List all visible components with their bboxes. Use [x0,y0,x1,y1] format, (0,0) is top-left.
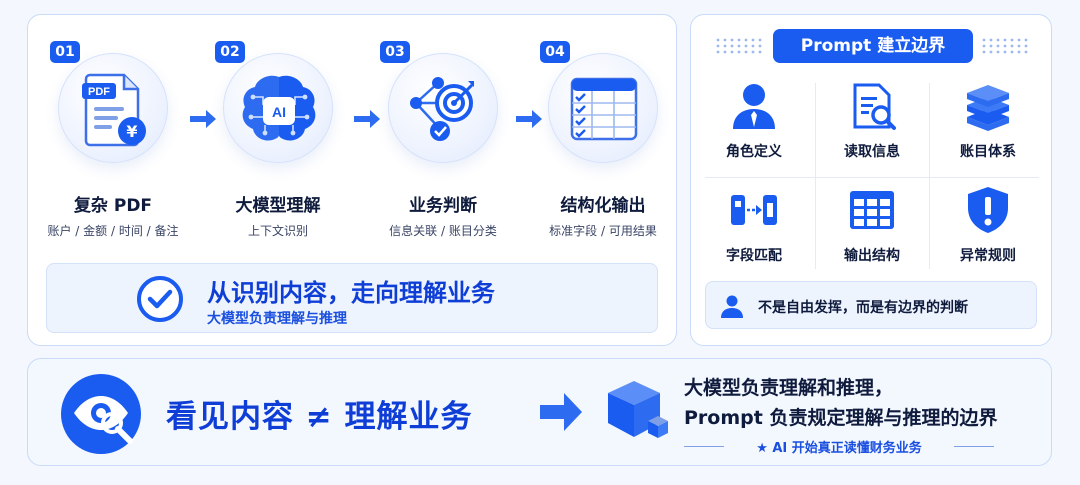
structured-table-icon [548,53,658,163]
right-arrow-icon [190,110,216,128]
step-ai: 02 AI 大模型理解 上下文识别 [193,15,353,245]
prompt-item-label: 账目体系 [960,144,1016,160]
step-title: 复杂 PDF [73,196,153,216]
summary-subtitle: 大模型负责理解与推理 [207,311,347,327]
step-subtitle: 信息关联 / 账目分类 [389,224,497,238]
stacked-books-icon [967,85,1009,131]
step-subtitle: 上下文识别 [247,224,308,238]
step-output: 04 结构化输出 标准字段 / [518,15,678,245]
right-arrow-icon [516,110,542,128]
prompt-item-read: 读取信息 [817,81,927,173]
bottom-line-1: 大模型负责理解和推理， [684,377,894,399]
prompt-item-match: 字段匹配 [699,185,809,277]
ai-brain-icon: AI [223,53,333,163]
target-network-icon [388,53,498,163]
prompt-item-label: 角色定义 [726,144,782,160]
prompt-item-output: 输出结构 [817,185,927,277]
right-arrow-icon [354,110,380,128]
bottom-line-2: Prompt 负责规定理解与推理的边界 [684,407,998,429]
right-arrow-icon [540,393,582,431]
svg-text:¥: ¥ [126,122,137,141]
prompt-item-label: 输出结构 [844,248,900,264]
flow-summary-box: 从识别内容，走向理解业务 大模型负责理解与推理 [46,263,658,333]
bottom-title: 看见内容 ≠ 理解业务 [166,399,473,435]
divider [815,83,816,269]
prompt-item-role: 角色定义 [699,81,809,173]
dot-grid-decoration [716,38,762,54]
warning-shield-icon [968,187,1008,233]
step-business: 03 业务判断 信息关联 / 账目分类 [358,15,518,245]
eye-search-icon [61,374,141,454]
pdf-document-yen-icon: PDF ¥ [58,53,168,163]
cube-icon [608,381,668,438]
user-role-icon [733,84,775,129]
tagline-rule [954,446,994,447]
svg-text:PDF: PDF [88,86,110,98]
document-search-icon [853,83,896,130]
dot-grid-decoration [982,38,1028,54]
step-pdf: 01 PDF ¥ 复杂 PDF 账户 / 金额 / 时间 / 备注 [28,15,188,245]
step-number: 04 [540,41,570,63]
tagline-text: ★ AI 开始真正读懂财务业务 [756,441,922,456]
step-number: 01 [50,41,80,63]
user-icon [721,295,743,318]
prompt-panel: Prompt 建立边界 角色定义 读取信息 [690,14,1052,346]
prompt-item-label: 异常规则 [960,248,1016,264]
tagline-rule [684,446,724,447]
check-circle-icon [137,276,183,322]
prompt-item-exception: 异常规则 [933,185,1043,277]
prompt-note-box: 不是自由发挥，而是有边界的判断 [705,281,1037,329]
step-subtitle: 标准字段 / 可用结果 [549,224,657,238]
summary-title: 从识别内容，走向理解业务 [207,279,495,307]
prompt-item-label: 读取信息 [844,144,900,160]
step-number: 02 [215,41,245,63]
step-title: 业务判断 [409,196,477,216]
prompt-item-accounts: 账目体系 [933,81,1043,173]
output-table-icon [850,191,894,229]
step-title: 结构化输出 [560,196,646,216]
step-subtitle: 账户 / 金额 / 时间 / 备注 [47,224,179,238]
flow-panel: 01 PDF ¥ 复杂 PDF 账户 / 金额 / 时间 / 备注 02 [27,14,677,346]
divider [705,177,1039,178]
svg-text:AI: AI [272,104,286,120]
step-number: 03 [380,41,410,63]
prompt-note-text: 不是自由发挥，而是有边界的判断 [758,300,968,316]
prompt-item-label: 字段匹配 [726,248,782,264]
step-title: 大模型理解 [235,196,321,216]
field-mapping-icon [731,195,777,225]
prompt-header: Prompt 建立边界 [773,29,973,63]
bottom-banner: 看见内容 ≠ 理解业务 大模型负责理解和推理， Prompt 负责规定理解与推理… [27,358,1052,466]
bottom-tagline: ★ AI 开始真正读懂财务业务 [684,437,994,456]
divider [929,83,930,269]
